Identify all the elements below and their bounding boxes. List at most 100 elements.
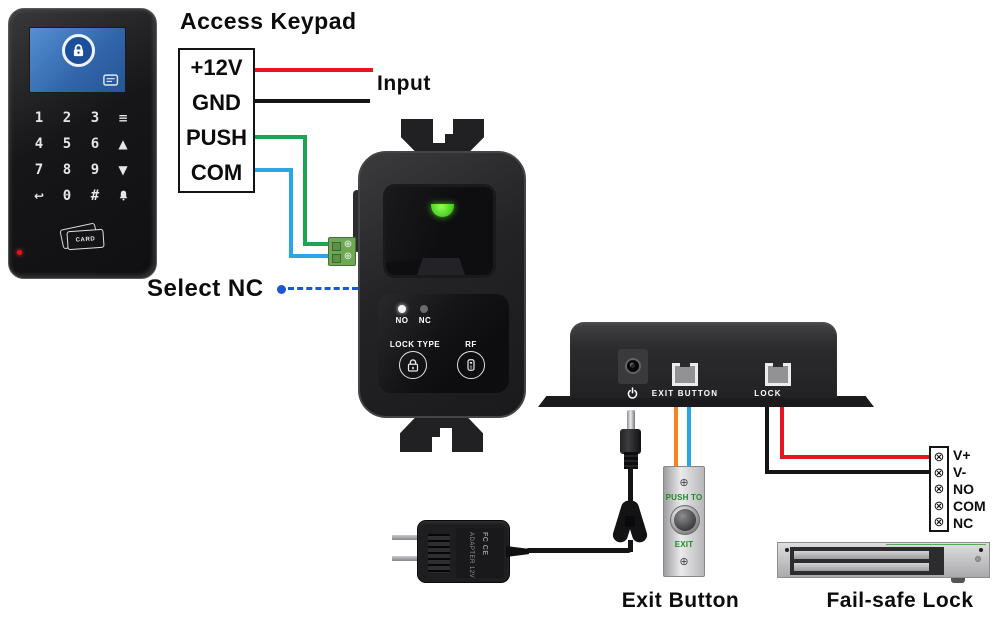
no-label: NO <box>395 316 409 325</box>
pin-com: COM <box>190 160 243 186</box>
key-2: 2 <box>62 110 72 126</box>
no-led <box>398 305 406 313</box>
power-icon <box>625 386 640 401</box>
keypad-terminal-box: +12V GND PUSH COM <box>178 48 255 193</box>
maglock-led-hole <box>975 556 981 562</box>
receiver-terminal-block: ⊕ ⊕ <box>328 237 356 266</box>
nc-label: NC <box>418 316 432 325</box>
terminal-slot <box>332 254 341 263</box>
controller-box: EXIT BUTTON LOCK <box>570 322 837 401</box>
screw-icon: ⊕ <box>679 477 689 489</box>
cable-knot-center <box>625 516 635 527</box>
screw-terminal-icon: ⊗ <box>933 514 945 530</box>
receiver-control-panel: NO NC LOCK TYPE RF <box>378 294 509 393</box>
dc-power-jack <box>625 358 641 374</box>
pin-no: NO <box>953 480 974 497</box>
cable-knot <box>611 498 649 545</box>
wire-red-lock <box>780 455 932 459</box>
plug-prong <box>392 535 420 540</box>
adapter-label: ADAPTER 12V DC FC CE <box>456 528 504 578</box>
input-label: Input <box>377 72 431 95</box>
maglock-screw-dot <box>785 548 789 552</box>
screw-terminal-icon: ⊗ <box>933 481 945 497</box>
mount-slot <box>440 428 452 452</box>
key-5: 5 <box>62 136 72 152</box>
wire-blue-com <box>289 254 329 258</box>
maglock-armature <box>790 547 944 575</box>
key-6: 6 <box>90 136 100 152</box>
lock-port <box>765 363 791 386</box>
wire-black-gnd <box>255 99 370 103</box>
window-step <box>417 258 465 275</box>
lock-port-label: LOCK <box>754 389 782 398</box>
key-7: 7 <box>34 162 44 178</box>
wire-green-push <box>303 135 307 246</box>
pin-gnd: GND <box>192 89 241 115</box>
select-nc-dot <box>277 285 286 294</box>
armature-strip <box>794 551 929 559</box>
adapter-vents <box>428 534 450 573</box>
dc-plug-neck <box>624 452 638 469</box>
terminal-slot <box>332 242 341 251</box>
nc-led <box>420 305 428 313</box>
screw-terminal-icon: ⊗ <box>933 448 945 464</box>
pin-com: COM <box>953 498 986 515</box>
keypad-screen <box>29 27 126 93</box>
pin-vplus: V+ <box>953 446 971 463</box>
arrow-up-icon: ▲ <box>118 137 128 151</box>
card-swipe-icon: CARD <box>59 222 109 255</box>
remote-icon <box>467 359 475 371</box>
screw-terminal-icon: ⊗ <box>933 465 945 481</box>
pin-vminus: V- <box>953 463 967 480</box>
back-icon: ↩ <box>33 189 45 203</box>
maglock-cable-tab <box>951 578 965 583</box>
lock-terminal-strip: ⊗ ⊗ ⊗ ⊗ ⊗ <box>929 446 949 532</box>
screw-icon: ⊕ <box>679 556 689 568</box>
screw-terminal-icon: ⊗ <box>933 497 945 513</box>
exit-button-device: ⊕ PUSH TO EXIT ⊕ <box>663 466 705 577</box>
padlock-icon <box>407 359 419 372</box>
wire-red-12v <box>255 68 373 72</box>
rf-label: RF <box>465 340 477 349</box>
lock-type-label: LOCK TYPE <box>389 340 441 349</box>
dc-plug-barrel <box>620 429 641 454</box>
status-led-red <box>17 250 22 255</box>
wire-black-lock <box>765 407 769 474</box>
key-4: 4 <box>34 136 44 152</box>
fail-safe-lock-device <box>777 542 990 583</box>
key-9: 9 <box>90 162 100 178</box>
terminal-screw-icon: ⊕ <box>343 251 353 262</box>
armature-strip <box>794 563 929 571</box>
exit-push-button-cap <box>674 509 696 531</box>
receiver-side-button <box>353 190 361 252</box>
card-front-outline: CARD <box>66 228 105 251</box>
access-keypad-label: Access Keypad <box>180 8 357 34</box>
power-cable <box>628 467 633 507</box>
exit-text: EXIT <box>674 540 694 549</box>
power-cable <box>526 548 631 553</box>
lock-type-button <box>399 351 427 379</box>
key-1: 1 <box>34 110 44 126</box>
key-3: 3 <box>90 110 100 126</box>
dc-jack-panel <box>618 349 648 384</box>
wire-blue-exit <box>687 407 691 467</box>
arrow-down-icon: ▼ <box>118 163 128 177</box>
wire-orange-exit <box>674 407 678 467</box>
menu-icon: ≡ <box>117 111 129 125</box>
certification-text: ADAPTER 12V DC <box>468 532 474 578</box>
maglock-screw-dot <box>979 548 983 552</box>
lock-terminal-labels: V+ V- NO COM NC <box>953 446 986 532</box>
lock-icon <box>62 34 95 67</box>
wire-blue-com <box>255 168 293 172</box>
access-keypad-device: 1 2 3 ≡ 4 5 6 ▲ 7 8 9 ▼ ↩ 0 # CARD <box>8 8 157 279</box>
receiver-window <box>383 184 496 278</box>
wire-blue-com <box>289 168 293 258</box>
pin-nc: NC <box>953 515 974 532</box>
wire-green-push <box>255 135 307 139</box>
push-to-text: PUSH TO <box>665 493 703 502</box>
exit-port-label: EXIT BUTTON <box>651 389 719 398</box>
controller-mount-flange <box>538 396 874 407</box>
wire-red-lock <box>780 407 784 459</box>
bell-icon <box>117 189 130 204</box>
